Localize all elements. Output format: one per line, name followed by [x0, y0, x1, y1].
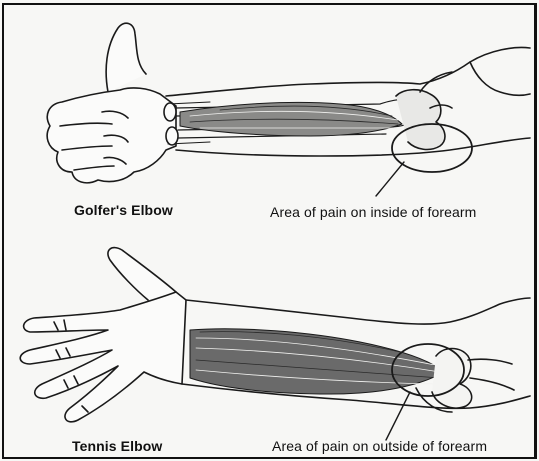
- tennis-elbow-title: Tennis Elbow: [72, 438, 162, 454]
- leader-line-inside: [376, 162, 404, 196]
- golfers-elbow-title: Golfer's Elbow: [74, 202, 173, 218]
- golfers-elbow-arm: [47, 23, 530, 196]
- leader-line-outside: [386, 392, 410, 440]
- tennis-elbow-pain-label: Area of pain on outside of forearm: [272, 438, 487, 454]
- golfers-elbow-pain-label: Area of pain on inside of forearm: [270, 204, 476, 220]
- tennis-elbow-arm: [20, 248, 530, 440]
